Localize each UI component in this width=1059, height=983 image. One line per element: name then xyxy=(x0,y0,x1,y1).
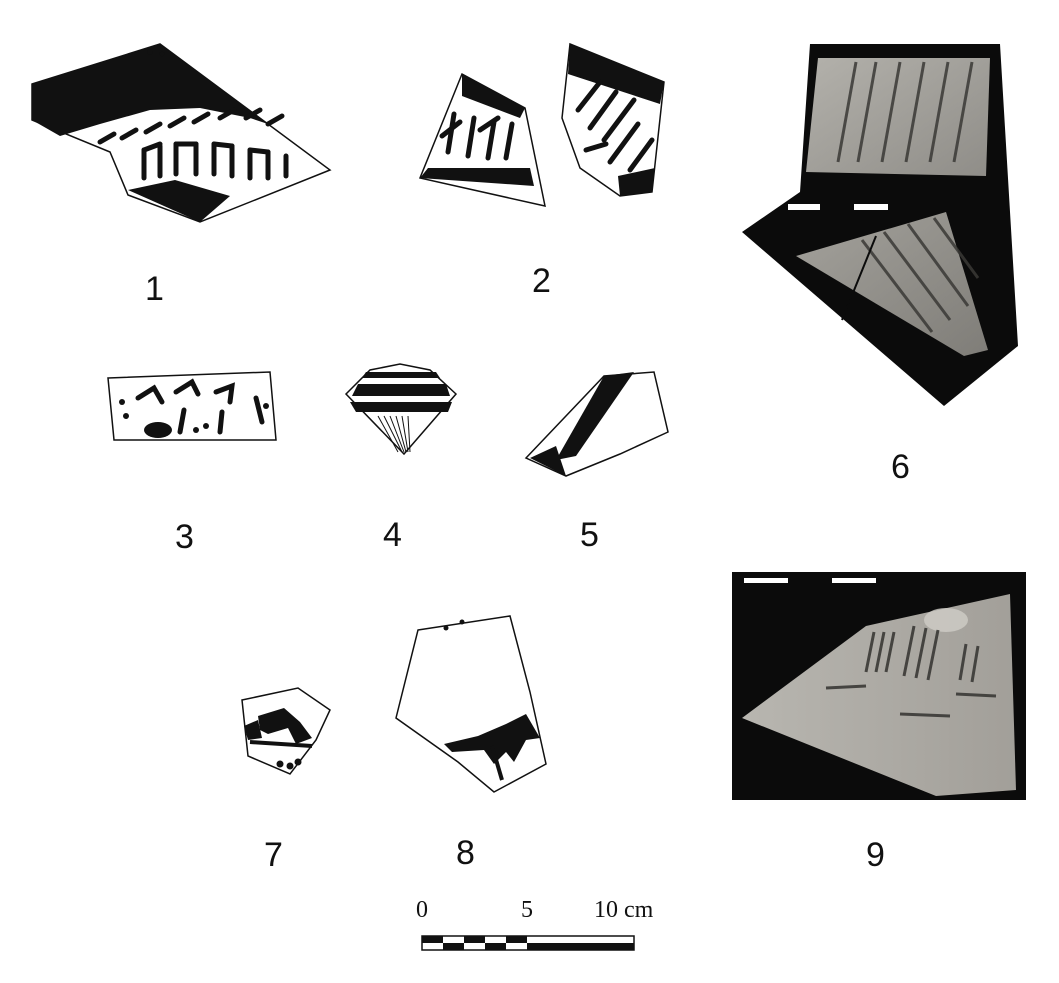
fragment-number-3: 3 xyxy=(175,518,194,556)
fragment-number-1: 1 xyxy=(145,270,164,308)
scale-label-10cm: 10 cm xyxy=(594,897,654,923)
fragment-number-5: 5 xyxy=(580,516,599,554)
sherd-6-scale-bar xyxy=(788,204,922,210)
sherd-6-photo xyxy=(742,44,1018,406)
scale-label-0: 0 xyxy=(416,897,428,923)
fragment-number-7: 7 xyxy=(264,836,283,874)
sherd-7-drawing xyxy=(241,687,331,775)
sherd-8-drawing xyxy=(395,615,547,793)
fragment-number-9: 9 xyxy=(866,836,885,874)
fragment-number-6: 6 xyxy=(891,448,910,486)
scale-label-5: 5 xyxy=(521,897,533,923)
sherd-5-drawing xyxy=(524,371,669,477)
sherd-9-photo xyxy=(732,572,1026,800)
sherd-9-scale-bar xyxy=(744,578,876,583)
sherd-3-drawing xyxy=(107,371,277,441)
sherd-2-drawing xyxy=(418,42,665,207)
fragment-number-8: 8 xyxy=(456,834,475,872)
fragment-number-2: 2 xyxy=(532,262,551,300)
sherd-1-drawing xyxy=(31,43,332,223)
fragment-number-4: 4 xyxy=(383,516,402,554)
sherd-4-drawing xyxy=(344,363,458,456)
scale-bar xyxy=(421,935,635,951)
